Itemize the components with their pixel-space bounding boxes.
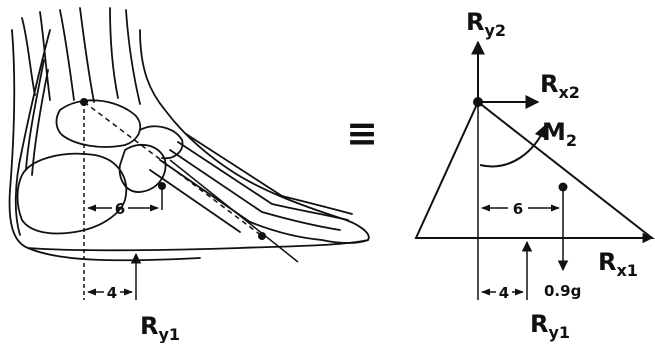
weight-label: 0.9g bbox=[544, 282, 581, 300]
fibula-line-1 bbox=[21, 17, 36, 96]
calcaneus-bone bbox=[16, 152, 128, 235]
toe-4 bbox=[281, 195, 353, 215]
metatarsal-4 bbox=[185, 133, 283, 197]
toe-1 bbox=[249, 221, 323, 241]
toe-2 bbox=[261, 211, 341, 231]
tibia-line-1 bbox=[59, 9, 75, 101]
foot-triangle bbox=[414, 100, 655, 239]
rx2-label: Rx2 bbox=[540, 70, 580, 102]
ry2-main: R bbox=[466, 8, 484, 36]
m2-main: M bbox=[542, 118, 566, 146]
tibia-line-4 bbox=[125, 9, 141, 105]
ry2-sub: y2 bbox=[484, 21, 506, 40]
metatarsal-3 bbox=[177, 141, 273, 205]
right-ry1-sub: y1 bbox=[548, 323, 570, 342]
cg-dot-left bbox=[158, 182, 166, 190]
fibula-line-2 bbox=[39, 11, 51, 101]
rx1-label: Rx1 bbox=[598, 248, 638, 280]
ry2-label: Ry2 bbox=[466, 8, 506, 40]
right-dim-4-label: 4 bbox=[499, 284, 509, 302]
foot-outline bbox=[8, 29, 370, 252]
navicular-bone bbox=[139, 125, 184, 160]
tibia-line-3 bbox=[109, 7, 119, 99]
rx2-sub: x2 bbox=[558, 83, 579, 102]
achilles-inner-1 bbox=[25, 59, 45, 171]
achilles-outline bbox=[14, 29, 51, 236]
load-line-dashed bbox=[83, 101, 263, 237]
sole-line bbox=[27, 247, 201, 262]
left-ry1-sub: y1 bbox=[158, 325, 180, 343]
left-ry1-label: Ry1 bbox=[140, 312, 180, 343]
ankle-joint-dot bbox=[80, 98, 88, 106]
cuboid-bone bbox=[118, 143, 167, 193]
rx1-sub: x1 bbox=[616, 261, 637, 280]
rx1-main: R bbox=[598, 248, 616, 276]
left-dim-4-label: 4 bbox=[107, 284, 117, 302]
right-ry1-label: Ry1 bbox=[530, 310, 570, 342]
tibia-line-2 bbox=[79, 7, 95, 103]
load-line-toe bbox=[169, 159, 299, 263]
achilles-inner-2 bbox=[31, 69, 49, 176]
joint-dot-right bbox=[473, 97, 483, 107]
talus-bone bbox=[55, 99, 142, 148]
m2-moment-arc bbox=[479, 123, 548, 168]
m2-sub: 2 bbox=[566, 131, 577, 150]
left-ry1-main: R bbox=[140, 312, 158, 340]
right-dim-6-label: 6 bbox=[513, 200, 523, 218]
metatarsal-2 bbox=[169, 149, 263, 213]
right-ry1-main: R bbox=[530, 310, 548, 338]
cg-dot-right bbox=[558, 182, 568, 192]
toe-contact-dot bbox=[258, 232, 266, 240]
toe-tips bbox=[321, 239, 369, 244]
equivalence-symbol: ≡ bbox=[346, 111, 378, 155]
foot-skeleton-drawing bbox=[8, 7, 370, 262]
metatarsal-5 bbox=[149, 169, 241, 233]
left-dim-6-label: 6 bbox=[115, 200, 125, 218]
m2-label: M2 bbox=[542, 118, 577, 150]
free-body-diagram bbox=[414, 40, 655, 300]
rx2-main: R bbox=[540, 70, 558, 98]
